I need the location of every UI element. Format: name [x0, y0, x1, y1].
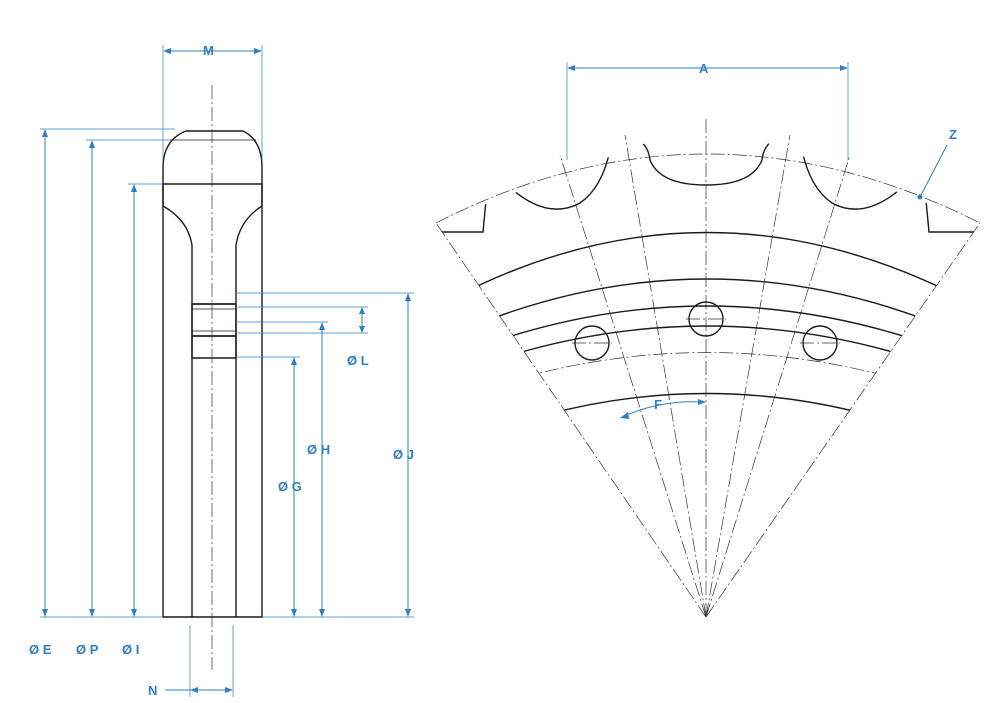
dim-label-n: N	[148, 683, 158, 698]
front-view-dimensions	[566, 62, 948, 419]
dim-label-l: Ø L	[347, 353, 369, 368]
dim-label-i: Ø I	[122, 642, 140, 657]
dim-label-f: F	[654, 397, 662, 412]
side-view-dimensions	[40, 45, 414, 697]
dim-label-e: Ø E	[29, 642, 52, 657]
dim-label-z: Z	[949, 127, 957, 142]
tooth-profile	[436, 135, 980, 233]
dim-label-j: Ø J	[393, 447, 414, 462]
side-view	[162, 85, 263, 670]
dim-label-g: Ø G	[278, 479, 302, 494]
dim-label-p: Ø P	[76, 642, 99, 657]
dim-label-m: M	[203, 43, 214, 58]
front-view	[435, 118, 981, 618]
dim-label-a: A	[699, 61, 709, 76]
dim-label-h: Ø H	[307, 442, 331, 457]
web-section-hatch	[162, 183, 263, 305]
side-body-outline	[162, 130, 263, 618]
